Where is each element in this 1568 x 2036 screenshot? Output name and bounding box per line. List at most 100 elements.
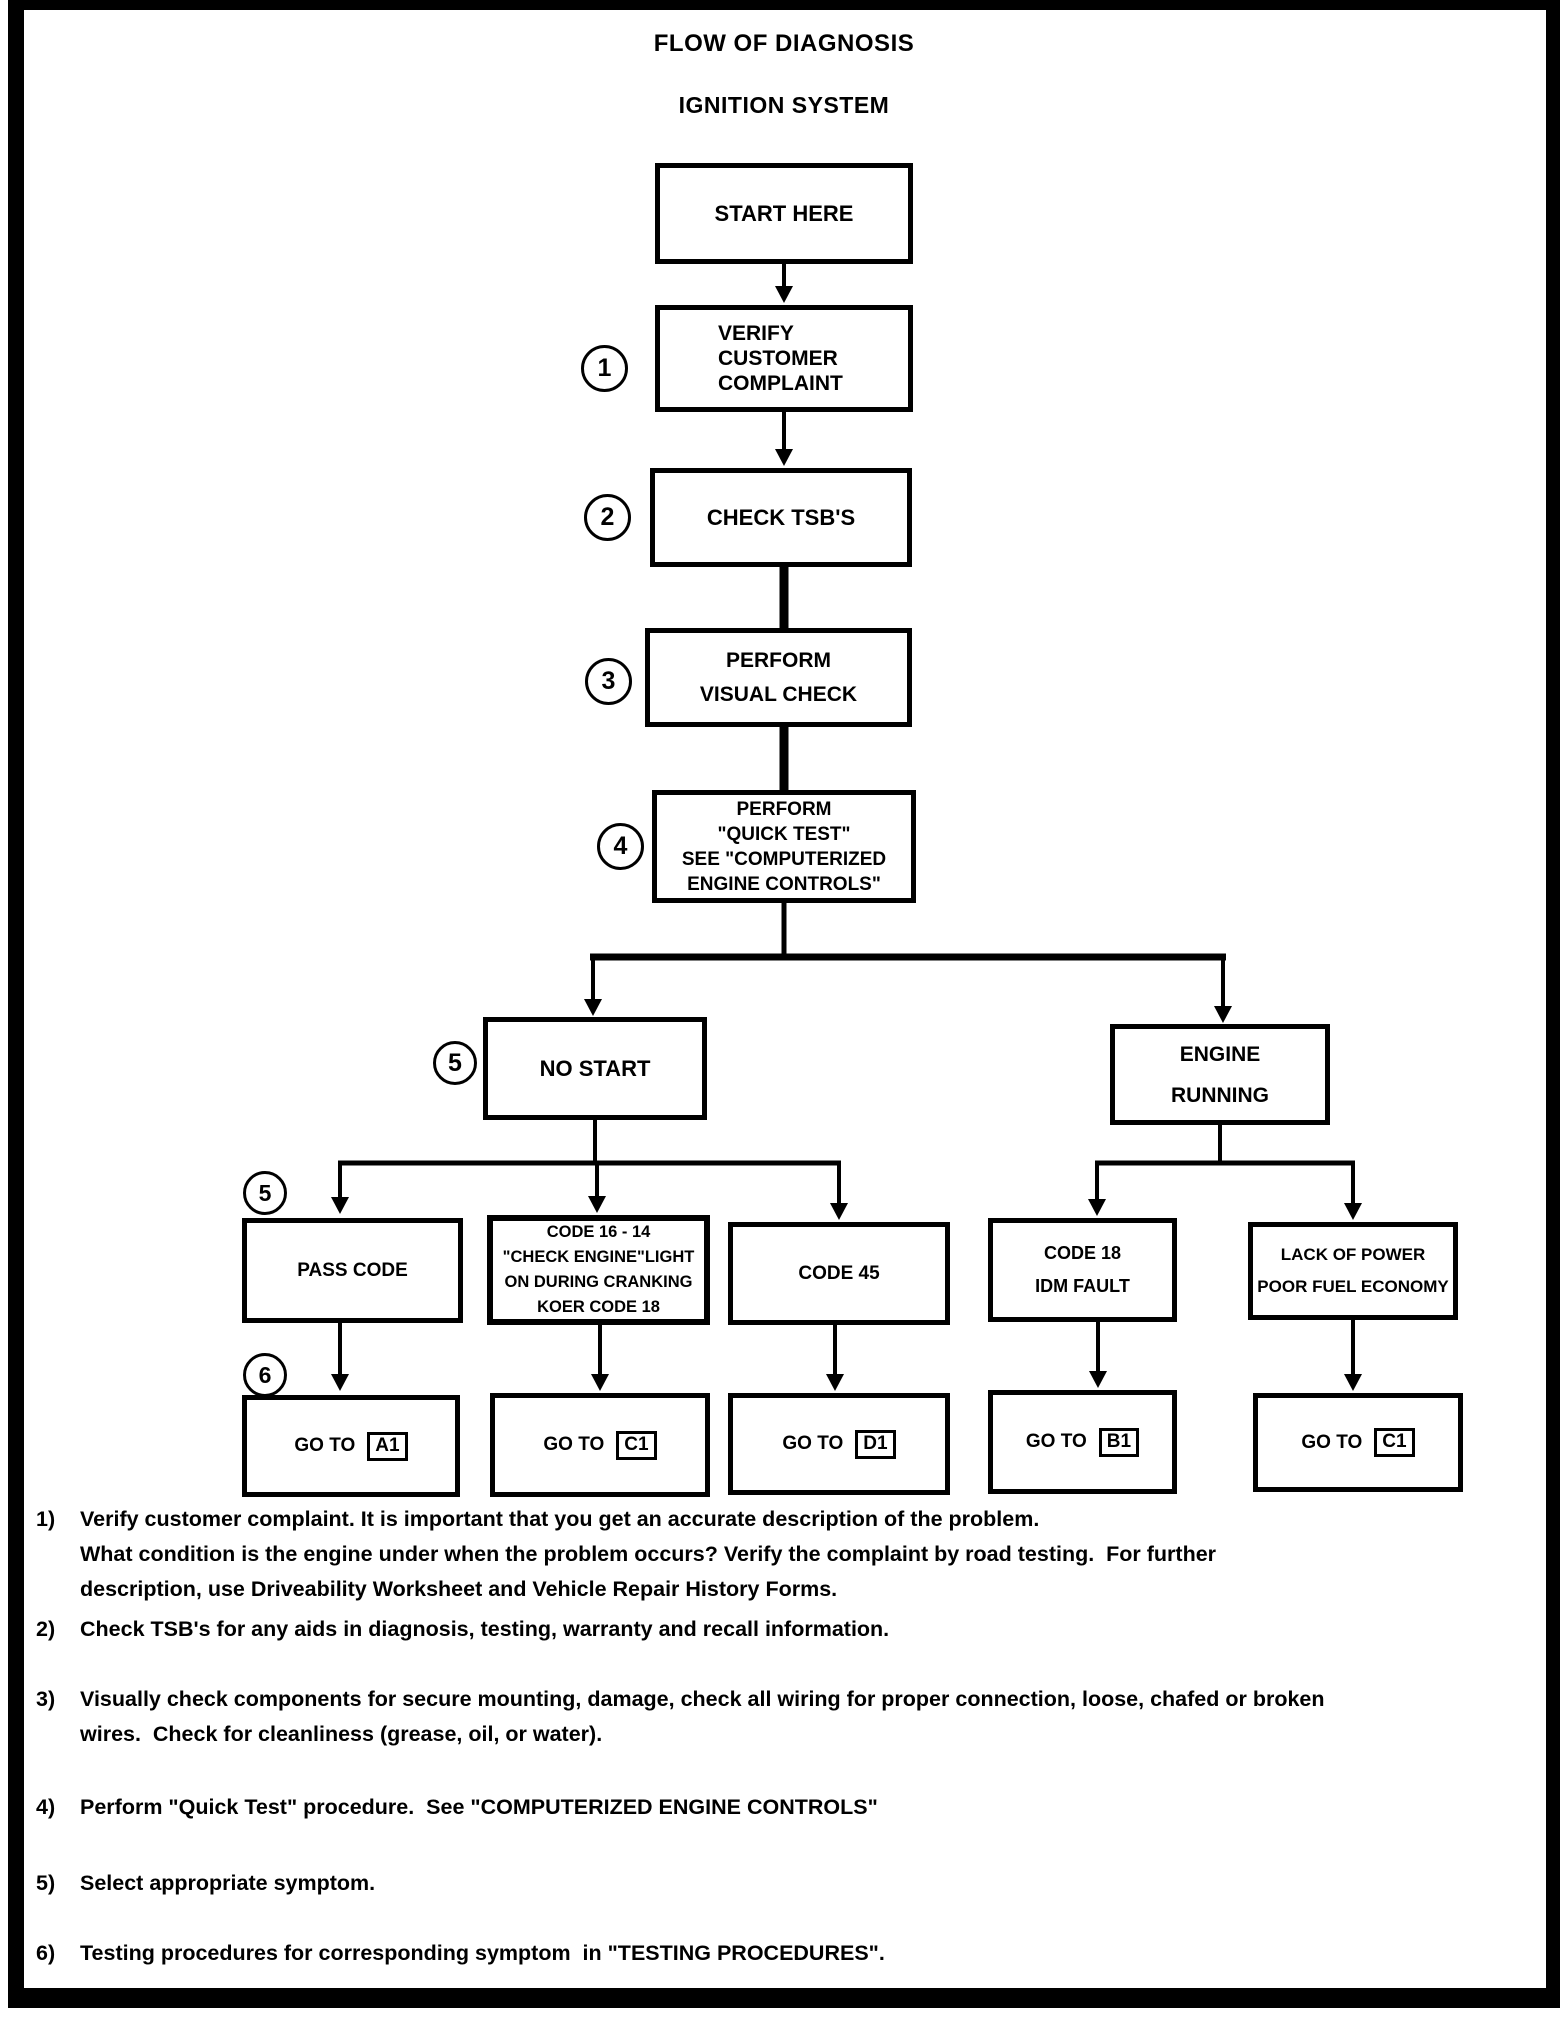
footnote-number: 1) [36,1507,56,1531]
box-label: "CHECK ENGINE"LIGHT [502,1248,695,1266]
box-label: CUSTOMER [718,347,838,370]
flow-box-goto-c1: GO TO C1 [490,1393,710,1497]
box-label: SEE "COMPUTERIZED [681,848,887,870]
connector-symptoms-to-gotos [331,1320,1362,1391]
flow-box-lack-of-power: LACK OF POWER POOR FUEL ECONOMY [1248,1222,1458,1320]
footnote-2: 2) Check TSB's for any aids in diagnosis… [36,1612,889,1647]
page-title: FLOW OF DIAGNOSIS [653,30,915,57]
box-label: ENGINE CONTROLS" [687,873,881,895]
box-label: RUNNING [1171,1083,1269,1107]
flow-box-perform-quick-test: PERFORM "QUICK TEST" SEE "COMPUTERIZED E… [652,790,916,903]
footnote-text: Verify customer complaint. It is importa… [80,1507,1217,1601]
goto-prefix: GO TO [1025,1431,1087,1452]
box-label: CODE 16 - 14 [546,1223,651,1241]
flow-box-pass-code: PASS CODE [242,1218,463,1323]
goto-prefix: GO TO [543,1434,605,1455]
goto-prefix: GO TO [294,1435,356,1456]
flow-box-goto-c1-right: GO TO C1 [1253,1393,1463,1492]
goto-target-chip: B1 [1098,1427,1140,1457]
goto-target-chip: C1 [616,1430,657,1460]
arrowhead-icon [1088,1199,1106,1216]
step-number: 3 [601,667,616,695]
flow-box-code-16-14: CODE 16 - 14 "CHECK ENGINE"LIGHT ON DURI… [487,1215,710,1325]
flow-box-start-here: START HERE [655,163,913,264]
arrowhead-icon [775,286,793,303]
box-label: "QUICK TEST" [717,823,851,845]
arrowhead-icon [1344,1374,1362,1391]
footnote-text: Visually check components for secure mou… [80,1687,1325,1746]
flow-box-verify-customer-complaint: VERIFY CUSTOMER COMPLAINT [655,305,913,412]
footnote-number: 6) [36,1941,56,1965]
arrowhead-icon [1214,1006,1232,1023]
footnote-number: 3) [36,1687,56,1711]
footnote-1: 1) Verify customer complaint. It is impo… [36,1502,1216,1607]
footnote-number: 5) [36,1871,56,1895]
arrowhead-icon [1344,1203,1362,1220]
goto-prefix: GO TO [782,1433,844,1454]
step-number: 6 [258,1361,272,1388]
step-number: 1 [597,354,612,382]
step-number: 4 [613,832,628,860]
arrowhead-icon [331,1374,349,1391]
connector-start-to-verify [775,264,793,303]
footnote-text: Select appropriate symptom. [80,1871,376,1895]
connector-enginerunning-split [1088,1123,1362,1220]
step-badge-2: 2 [584,494,631,541]
flow-box-goto-b1: GO TO B1 [988,1390,1177,1494]
step-number: 2 [600,503,615,531]
arrowhead-icon [584,999,602,1016]
box-label: CODE 18 [1043,1243,1122,1263]
goto-target-chip: C1 [1374,1428,1415,1457]
flow-box-perform-visual-check: PERFORM VISUAL CHECK [645,628,912,727]
connector-nostart-split [331,1120,848,1220]
flow-box-goto-a1: GO TO A1 [242,1395,460,1497]
step-badge-4: 4 [597,823,644,870]
footnote-3: 3) Visually check components for secure … [36,1682,1325,1752]
connector-verify-to-tsb [775,412,793,466]
footnote-number: 2) [36,1617,56,1641]
footnote-number: 4) [36,1795,56,1819]
arrowhead-icon [826,1374,844,1391]
step-badge-5: 5 [433,1041,477,1085]
box-label: KOER CODE 18 [537,1298,660,1316]
footnote-text: Testing procedures for corresponding sym… [80,1941,885,1965]
box-label: START HERE [714,200,854,226]
connector-quicktest-split [584,903,1232,1023]
goto-target-chip: D1 [855,1429,896,1459]
box-label: CODE 45 [798,1262,880,1284]
flow-box-code-18-idm-fault: CODE 18 IDM FAULT [988,1218,1177,1322]
arrowhead-icon [588,1196,606,1213]
footnote-text: Perform "Quick Test" procedure. See "COM… [80,1795,878,1819]
arrowhead-icon [1089,1371,1107,1388]
flow-box-no-start: NO START [483,1017,707,1120]
footnote-5: 5) Select appropriate symptom. [36,1866,375,1901]
step-number: 5 [258,1179,272,1206]
box-label: ON DURING CRANKING [504,1273,693,1291]
box-label: IDM FAULT [1035,1276,1130,1296]
box-label: PERFORM [726,648,831,672]
box-label: VERIFY [718,322,794,345]
step-badge-3: 3 [585,658,632,705]
box-label: VISUAL CHECK [699,682,858,706]
page-subtitle: IGNITION SYSTEM [678,92,890,118]
box-label: CHECK TSB'S [706,504,856,530]
footnote-6: 6) Testing procedures for corresponding … [36,1936,885,1971]
box-label: PERFORM [736,798,832,820]
arrowhead-icon [591,1374,609,1391]
flow-box-code-45: CODE 45 [728,1222,950,1325]
box-label: LACK OF POWER [1280,1245,1426,1264]
arrowhead-icon [775,449,793,466]
arrowhead-icon [331,1197,349,1214]
flow-box-engine-running: ENGINE RUNNING [1110,1024,1330,1125]
box-label: PASS CODE [297,1259,408,1281]
goto-prefix: GO TO [1301,1431,1363,1453]
flow-box-goto-d1: GO TO D1 [728,1393,950,1495]
flow-box-check-tsbs: CHECK TSB'S [650,468,912,567]
goto-target-chip: A1 [367,1431,408,1461]
footnote-text: Check TSB's for any aids in diagnosis, t… [80,1617,890,1641]
footnote-4: 4) Perform "Quick Test" procedure. See "… [36,1790,878,1825]
box-label: NO START [539,1055,651,1081]
box-label: ENGINE [1179,1042,1261,1066]
